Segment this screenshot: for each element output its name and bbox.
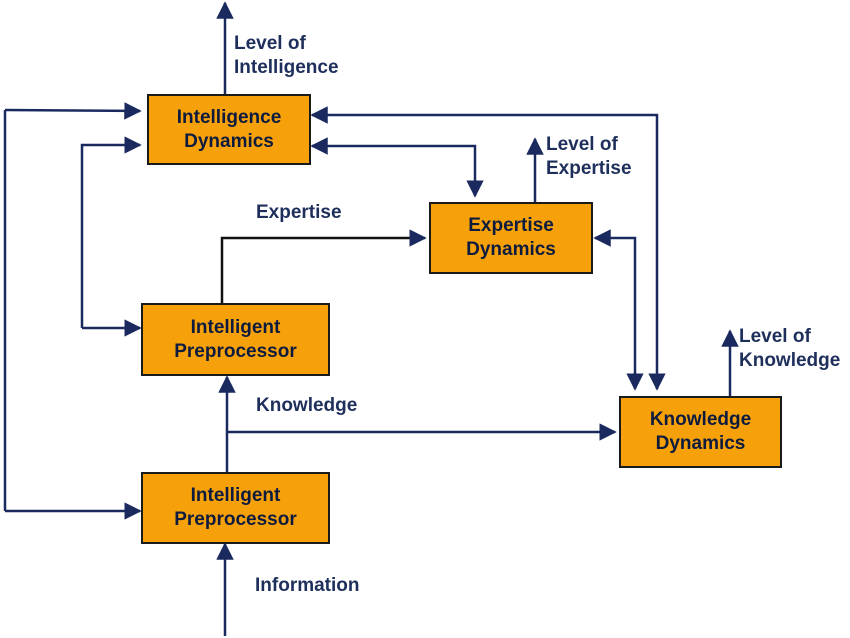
arrow-preprocessor-to-expertise [220,229,427,303]
knowledge-dynamics-line2: Dynamics [655,433,746,454]
expertise-label: Expertise [256,202,342,223]
knowledge-dynamics-box: Knowledge Dynamics [619,396,782,468]
intelligent-preprocessor-upper-box: Intelligent Preprocessor [141,303,330,376]
level-of-intelligence-line2: Intelligence [234,57,339,78]
arrow-inner-to-intelligence [80,136,142,328]
preprocessor-upper-line1: Intelligent [190,316,281,338]
preprocessor-upper-line2: Preprocessor [174,340,297,362]
expertise-dynamics-line2: Dynamics [466,239,556,260]
level-of-knowledge-line2: Knowledge [739,350,841,371]
arrow-expertise-knowledge [593,229,644,391]
level-of-expertise-line2: Expertise [546,158,632,179]
level-of-expertise-line1: Level of [546,134,618,155]
intelligence-dynamics-box: Intelligence Dynamics [147,94,311,165]
preprocessor-lower-line1: Intelligent [190,485,281,506]
arrow-intelligence-expertise [310,137,484,198]
information-label: Information [255,575,360,596]
arrow-knowledge-to-intelligence [310,106,666,391]
level-of-intelligence-line1: Level of [234,33,306,54]
expertise-dynamics-line1: Expertise [468,215,554,236]
level-of-knowledge-line1: Level of [739,326,811,347]
intelligent-preprocessor-lower-box: Intelligent Preprocessor [141,472,330,544]
preprocessor-lower-line2: Preprocessor [174,509,297,530]
knowledge-dynamics-line1: Knowledge [649,409,752,430]
level-of-knowledge-label: Level of Knowledge [739,325,840,373]
knowledge-label: Knowledge [256,395,358,416]
level-of-intelligence-label: Level of Intelligence [234,32,339,80]
intelligence-dynamics-line2: Dynamics [184,130,274,152]
arrow-left-outer-to-intelligence [4,102,142,120]
expertise-dynamics-box: Expertise Dynamics [429,202,593,274]
intelligence-dynamics-line1: Intelligence [176,106,282,128]
level-of-expertise-label: Level of Expertise [546,133,632,181]
